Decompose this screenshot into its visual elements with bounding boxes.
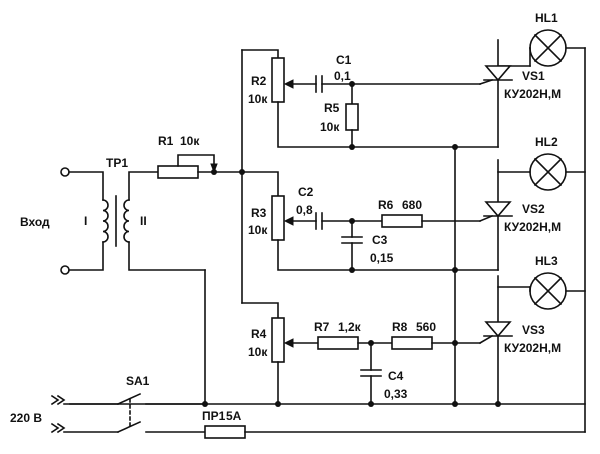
resistor-r7 bbox=[317, 336, 359, 350]
channel-3 bbox=[241, 286, 531, 405]
label-r2: R2 bbox=[251, 74, 267, 88]
input-terminal-bottom bbox=[60, 265, 70, 275]
resistor-r5 bbox=[345, 103, 359, 131]
resistor-r8 bbox=[391, 336, 433, 350]
potentiometer-r2 bbox=[271, 57, 285, 103]
label-r8: R8 bbox=[392, 320, 408, 334]
label-sa1: SA1 bbox=[126, 374, 150, 388]
label-winding-ii: II bbox=[140, 214, 147, 228]
label-c1-value: 0,1 bbox=[334, 69, 351, 83]
label-c4-value: 0,33 bbox=[384, 387, 408, 401]
input-terminal-top bbox=[60, 167, 70, 177]
label-r7: R7 bbox=[314, 320, 330, 334]
fuse-pr1 bbox=[204, 425, 586, 439]
lamp-hl2 bbox=[529, 153, 586, 191]
label-fuse-rating: 5А bbox=[226, 409, 242, 423]
label-hl3: HL3 bbox=[535, 254, 558, 268]
label-vs3-type: КУ202Н,М bbox=[504, 341, 561, 355]
thyristor-vs1 bbox=[478, 65, 513, 86]
label-r3-value: 10к bbox=[248, 223, 268, 237]
lamp-hl1 bbox=[529, 29, 586, 67]
label-vs2: VS2 bbox=[522, 202, 545, 216]
label-vs2-type: КУ202Н,М bbox=[504, 220, 561, 234]
thyristor-vs3 bbox=[478, 321, 513, 345]
junctions bbox=[202, 81, 501, 407]
label-winding-i: I bbox=[84, 214, 87, 228]
label-r3: R3 bbox=[251, 206, 267, 220]
channel-2 bbox=[241, 171, 531, 271]
label-c2: C2 bbox=[298, 185, 314, 199]
label-fuse: ПР1 bbox=[202, 409, 226, 423]
label-c3: C3 bbox=[372, 233, 388, 247]
label-r6-value: 680 bbox=[402, 198, 422, 212]
label-c1: C1 bbox=[336, 53, 352, 67]
label-mains: 220 В bbox=[10, 411, 42, 425]
label-r5-value: 10к bbox=[320, 120, 340, 134]
label-input: Вход bbox=[20, 215, 50, 229]
label-tp1: TP1 bbox=[106, 156, 128, 170]
potentiometer-r3 bbox=[271, 195, 285, 241]
label-r4: R4 bbox=[251, 327, 267, 341]
label-r6: R6 bbox=[378, 198, 394, 212]
channel-1 bbox=[241, 49, 531, 148]
lamp-hl3 bbox=[529, 272, 586, 310]
potentiometer-r4 bbox=[271, 317, 285, 363]
label-vs1-type: КУ202Н,М bbox=[504, 87, 561, 101]
input-terminals bbox=[60, 167, 104, 275]
label-r8-value: 560 bbox=[416, 320, 436, 334]
label-c2-value: 0,8 bbox=[296, 203, 313, 217]
label-vs1: VS1 bbox=[522, 69, 545, 83]
switch-sa1 bbox=[116, 392, 206, 434]
label-r5: R5 bbox=[324, 101, 340, 115]
resistor-r1 bbox=[157, 154, 243, 179]
label-c3-value: 0,15 bbox=[370, 251, 394, 265]
mains-input bbox=[50, 394, 119, 434]
transformer-tp1 bbox=[102, 171, 206, 271]
label-r4-value: 10к bbox=[248, 345, 268, 359]
label-r1-value: 10к bbox=[180, 134, 200, 148]
label-r1: R1 bbox=[158, 134, 174, 148]
label-r2-value: 10к bbox=[248, 92, 268, 106]
label-vs3: VS3 bbox=[522, 323, 545, 337]
resistor-r6 bbox=[381, 214, 423, 228]
thyristor-vs2 bbox=[478, 201, 513, 223]
label-hl2: HL2 bbox=[535, 135, 558, 149]
label-r7-value: 1,2к bbox=[338, 320, 362, 334]
label-c4: C4 bbox=[388, 369, 404, 383]
label-hl1: HL1 bbox=[535, 11, 558, 25]
